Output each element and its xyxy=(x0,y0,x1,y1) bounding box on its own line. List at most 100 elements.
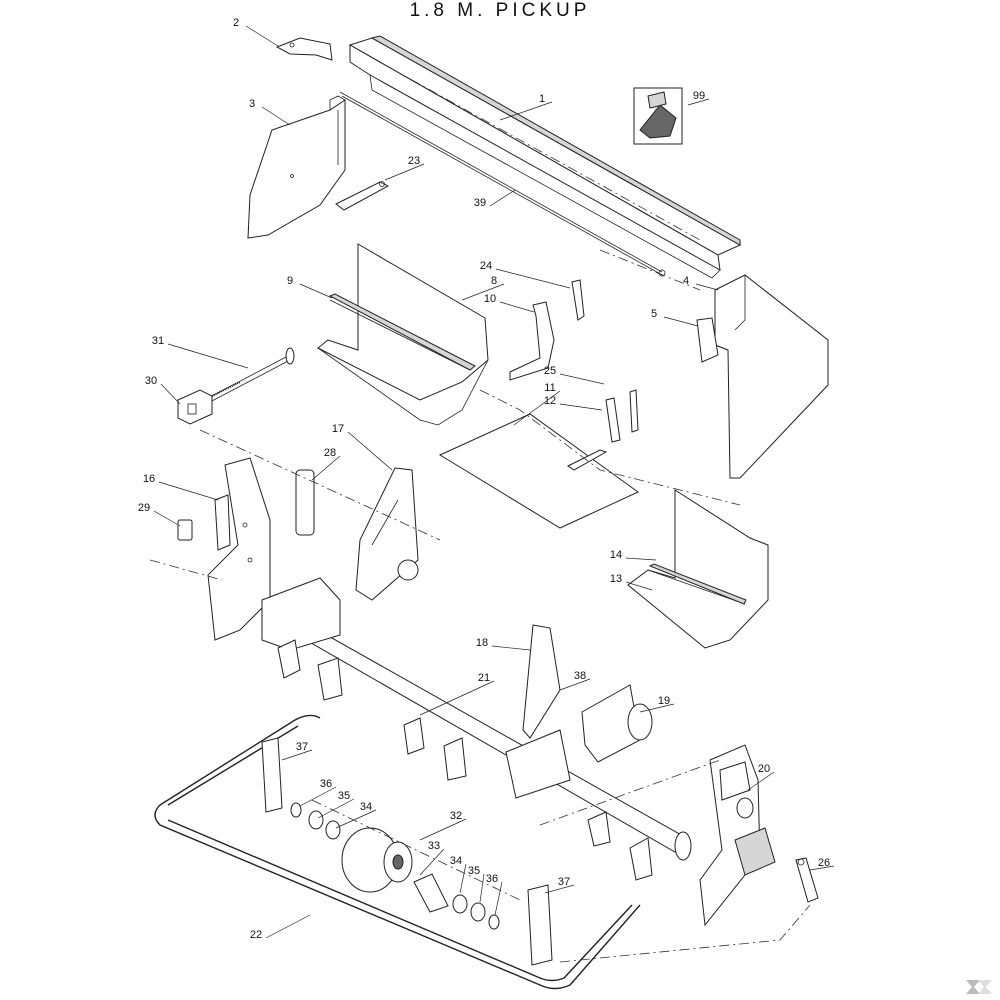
callout-label-20: 20 xyxy=(758,763,770,775)
part-2-bracket xyxy=(275,37,333,61)
callout-label-19: 19 xyxy=(658,695,670,707)
alignment-lines xyxy=(149,249,811,963)
callout-label-38: 38 xyxy=(574,670,586,682)
callout-leader-23 xyxy=(384,163,425,181)
part-13-panel xyxy=(627,489,769,649)
part-37-plate-b xyxy=(527,884,553,966)
callout-leader-26 xyxy=(809,865,835,871)
callout-leader-17 xyxy=(347,431,393,471)
callout-leader-99 xyxy=(687,98,710,106)
part-32-roller xyxy=(341,827,413,893)
part-4-side-panel xyxy=(714,274,829,479)
callout-label-35: 35 xyxy=(338,790,350,802)
callout-leader-34 xyxy=(459,863,467,894)
callout-label-24: 24 xyxy=(480,260,492,272)
callout-label-39: 39 xyxy=(474,197,486,209)
callout-label-12: 12 xyxy=(544,395,556,407)
callout-label-9: 9 xyxy=(287,275,293,287)
callout-label-5: 5 xyxy=(651,308,657,320)
callout-leader-24 xyxy=(495,268,571,289)
callout-leader-37 xyxy=(281,749,313,761)
callout-label-23: 23 xyxy=(408,155,420,167)
callout-leader-30 xyxy=(160,383,181,405)
callout-label-37: 37 xyxy=(558,876,570,888)
part-8-inner-panel xyxy=(317,243,489,426)
callout-leader-35 xyxy=(317,798,355,819)
callout-leader-14 xyxy=(625,557,657,561)
callout-leader-34 xyxy=(335,809,377,829)
part-30-block xyxy=(177,389,213,425)
callout-leader-11 xyxy=(513,390,561,426)
callout-label-33: 33 xyxy=(428,840,440,852)
callout-leader-5 xyxy=(663,316,699,327)
callout-label-21: 21 xyxy=(478,672,490,684)
callout-label-26: 26 xyxy=(818,857,830,869)
part-34-36-hardware xyxy=(290,802,500,930)
part-1-top-beam xyxy=(348,35,742,279)
callout-leader-16 xyxy=(158,481,219,501)
callout-label-4: 4 xyxy=(683,275,689,287)
callout-label-14: 14 xyxy=(610,549,622,561)
callout-label-36: 36 xyxy=(320,778,332,790)
part-39-strip xyxy=(339,91,666,277)
part-23-link xyxy=(335,181,390,211)
part-31-bolt xyxy=(207,347,295,403)
part-24-strip xyxy=(571,279,585,321)
part-11-floor-plate xyxy=(438,389,639,529)
part-17-frame xyxy=(355,467,419,601)
callout-leader-3 xyxy=(261,106,291,126)
callout-leader-33 xyxy=(419,848,445,876)
callout-label-28: 28 xyxy=(324,447,336,459)
callout-label-1: 1 xyxy=(539,93,545,105)
part-3-side-panel xyxy=(247,95,346,239)
part-99-kit-bag xyxy=(633,87,683,145)
callout-leader-29 xyxy=(153,510,181,527)
callout-label-29: 29 xyxy=(138,502,150,514)
callout-label-34: 34 xyxy=(360,801,372,813)
callout-leader-10 xyxy=(499,301,535,313)
callout-label-8: 8 xyxy=(491,275,497,287)
callout-label-2: 2 xyxy=(233,17,239,29)
callout-label-99: 99 xyxy=(693,90,705,102)
callout-leader-2 xyxy=(245,25,279,47)
callout-leader-36 xyxy=(299,786,337,807)
callout-leader-9 xyxy=(299,283,333,299)
callout-label-34: 34 xyxy=(450,855,462,867)
callout-label-25: 25 xyxy=(544,365,556,377)
callout-leader-21 xyxy=(419,680,495,716)
callout-leader-13 xyxy=(625,581,653,591)
part-29-clip xyxy=(177,519,193,541)
callout-leader-38 xyxy=(559,678,591,691)
callout-label-17: 17 xyxy=(332,423,344,435)
callout-leader-19 xyxy=(639,703,675,713)
callout-leader-18 xyxy=(491,645,531,651)
callout-leader-4 xyxy=(695,283,719,291)
kramp-k-logo-icon xyxy=(966,980,992,994)
callout-label-3: 3 xyxy=(249,98,255,110)
callout-leader-32 xyxy=(419,818,467,841)
part-10-bracket xyxy=(509,301,555,381)
callout-leader-25 xyxy=(559,373,605,385)
callout-leader-39 xyxy=(489,189,516,207)
callout-label-32: 32 xyxy=(450,810,462,822)
callout-label-31: 31 xyxy=(152,335,164,347)
callout-leader-1 xyxy=(499,101,553,121)
callout-label-18: 18 xyxy=(476,637,488,649)
callout-leader-20 xyxy=(747,771,775,791)
callout-label-11: 11 xyxy=(544,382,555,394)
diagram-title: 1.8 M. PICKUP xyxy=(409,0,591,21)
part-16-frame xyxy=(207,457,271,641)
callout-label-36: 36 xyxy=(486,873,498,885)
callout-label-22: 22 xyxy=(250,929,262,941)
callout-label-35: 35 xyxy=(468,865,480,877)
callout-labels: 1239923392489104531302511121728162914131… xyxy=(138,17,835,941)
callout-leader-37 xyxy=(544,884,575,894)
part-20-mechanism xyxy=(699,744,776,927)
part-37-plate-a xyxy=(261,737,283,813)
callout-label-37: 37 xyxy=(296,741,308,753)
callout-leader-22 xyxy=(265,914,311,939)
callout-label-13: 13 xyxy=(610,573,622,585)
part-18-bracket xyxy=(522,624,561,739)
